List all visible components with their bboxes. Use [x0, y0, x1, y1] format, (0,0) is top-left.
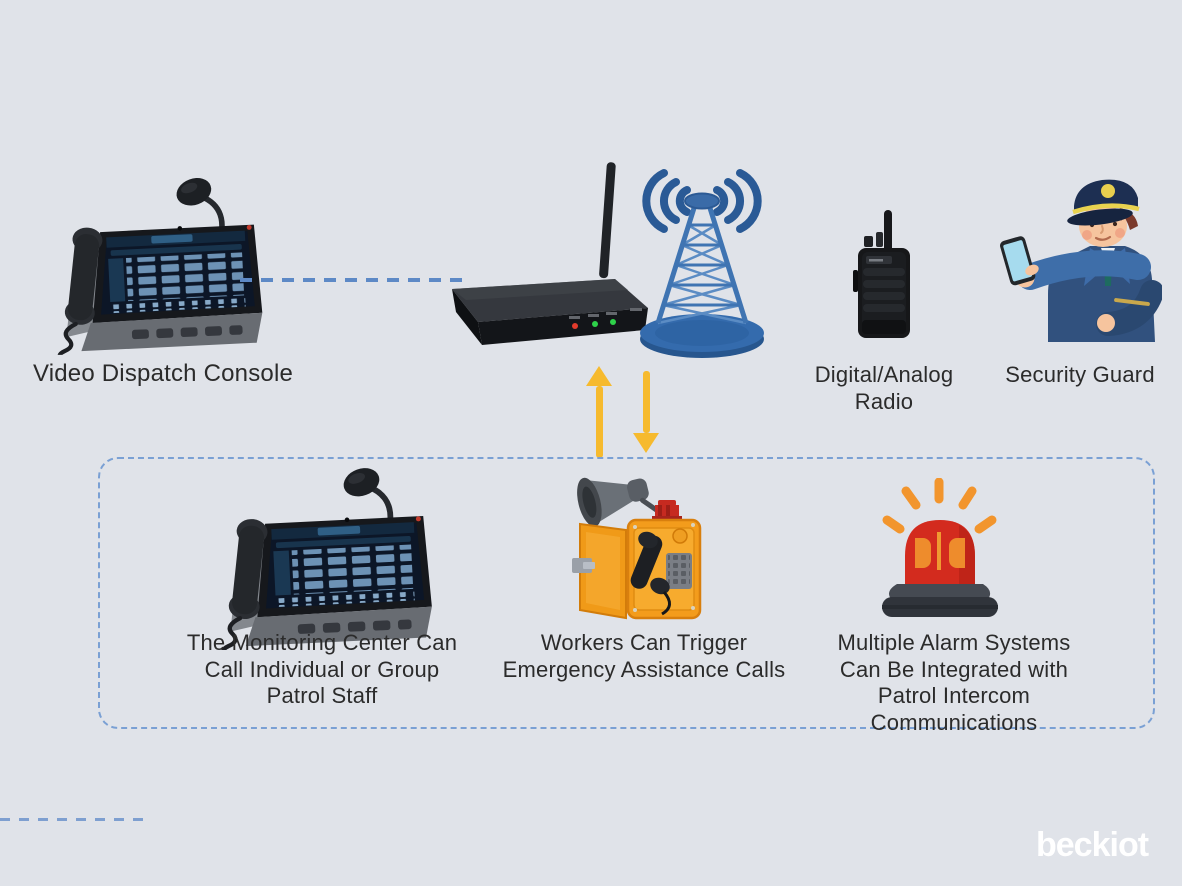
alarm-caption-line1: Multiple Alarm Systems	[837, 630, 1071, 655]
guard-phone	[1000, 236, 1036, 286]
feature-box	[98, 457, 1155, 729]
emergency-telephone-illustration	[572, 477, 702, 620]
emergency-caption-line1: Workers Can Trigger	[540, 630, 748, 655]
handset	[630, 531, 671, 616]
monitoring-caption: The Monitoring Center Can Call Individua…	[172, 630, 472, 710]
security-guard-illustration	[1000, 179, 1162, 342]
radio-tower-icon	[640, 169, 764, 358]
walkie-talkie-illustration	[853, 210, 910, 338]
arrow-up-icon	[586, 366, 612, 458]
gateway-server-illustration	[452, 162, 648, 345]
guard-cap	[1067, 179, 1140, 226]
radio-label-line1: Digital/Analog	[814, 362, 954, 387]
bottom-left-connector	[0, 818, 147, 821]
red-beacon	[652, 500, 682, 522]
alarm-rays	[882, 478, 997, 534]
arrow-down-icon	[633, 371, 659, 453]
antenna	[599, 162, 616, 279]
guard-label: Security Guard	[1005, 362, 1155, 387]
status-led-panel	[569, 308, 642, 329]
monitoring-caption-line3: Patrol Staff	[266, 683, 378, 708]
monitoring-console-illustration	[205, 462, 437, 650]
horn-speaker	[577, 477, 663, 527]
alarm-beacon-icon	[882, 478, 998, 617]
signal-waves-icon	[642, 169, 762, 233]
emergency-caption-line2: Emergency Assistance Calls	[502, 656, 786, 682]
monitoring-caption-line2: Call Individual or Group	[204, 656, 440, 682]
beckiot-logo: beckiot	[1036, 826, 1149, 864]
radio-label-line2: Radio	[854, 389, 914, 414]
radio-label: Digital/Analog Radio	[789, 361, 979, 415]
alarm-caption-line2: Can Be Integrated with	[839, 656, 1069, 682]
console-label: Video Dispatch Console	[32, 360, 294, 387]
emergency-caption: Workers Can Trigger Emergency Assistance…	[494, 630, 794, 683]
alarm-caption: Multiple Alarm Systems Can Be Integrated…	[795, 630, 1113, 736]
console-to-gateway-connector	[240, 278, 465, 282]
alarm-caption-line3: Patrol Intercom Communications	[870, 683, 1038, 735]
monitoring-caption-line1: The Monitoring Center Can	[186, 630, 458, 655]
video-dispatch-console-illustration	[42, 172, 267, 355]
